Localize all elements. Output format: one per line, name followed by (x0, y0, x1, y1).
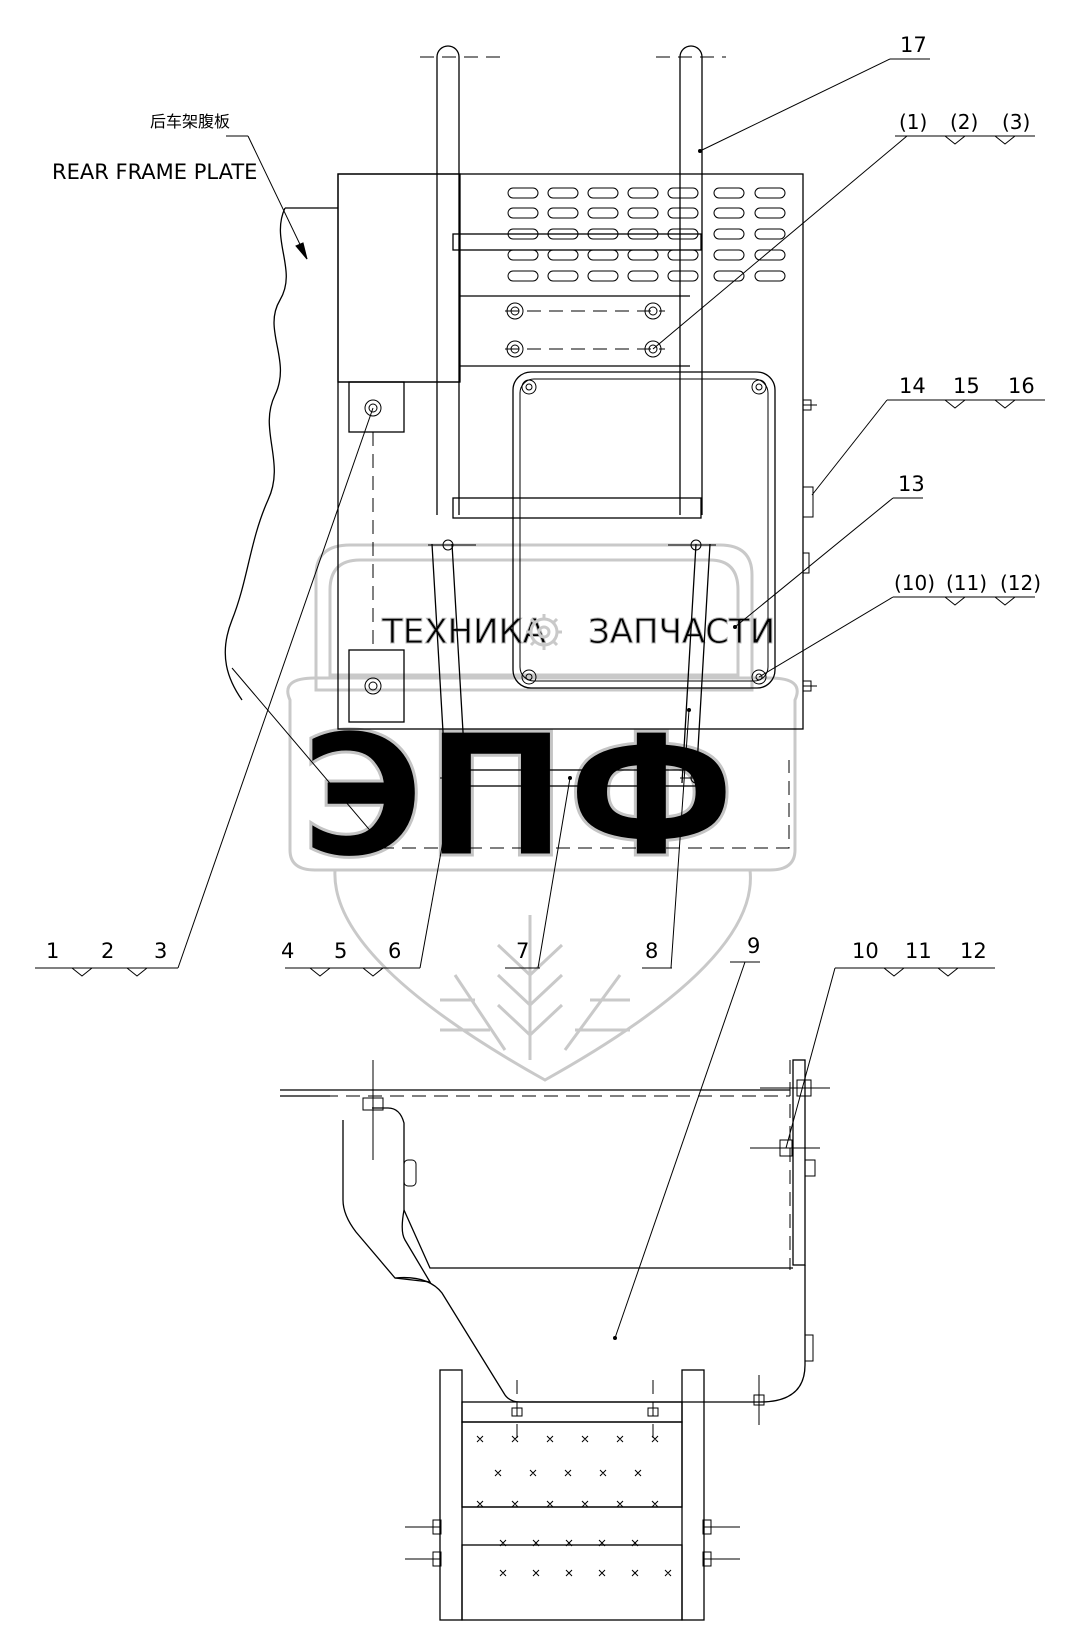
rear-frame-label-cn: 后车架腹板 (150, 112, 230, 131)
callout-9: 9 (747, 934, 760, 958)
callout-13: 13 (898, 472, 925, 496)
callout-p11: (11) (946, 571, 987, 595)
callout-14: 14 (899, 374, 926, 398)
callout-16: 16 (1008, 374, 1035, 398)
callout-15: 15 (953, 374, 980, 398)
perforated-slots (507, 187, 786, 282)
callout-p2: (2) (950, 110, 978, 134)
callout-17: 17 (900, 33, 927, 57)
callout-2: 2 (101, 939, 114, 963)
callout-3: 3 (154, 939, 167, 963)
callout-8: 8 (645, 939, 658, 963)
leader-lines (35, 58, 1045, 1340)
callout-10: 10 (852, 939, 879, 963)
watermark-right-word: ЗАПЧАСТИ (588, 612, 775, 652)
right-side-hardware (802, 399, 817, 692)
upper-bolts (505, 302, 665, 358)
callout-5: 5 (334, 939, 347, 963)
labels: 后车架腹板 REAR FRAME PLATE 17 (1) (2) (3) 14… (46, 33, 1041, 963)
callout-p1: (1) (899, 110, 927, 134)
rear-frame-label-en: REAR FRAME PLATE (52, 160, 257, 184)
callout-7: 7 (516, 939, 529, 963)
gear-icon (526, 614, 562, 650)
side-view (280, 1059, 830, 1621)
watermark: ТЕХНИКА ЗАПЧАСТИ ЭПФ (286, 543, 799, 1082)
callout-p10: (10) (894, 571, 935, 595)
callout-1: 1 (46, 939, 59, 963)
watermark-left-word: ТЕХНИКА (381, 612, 546, 652)
callout-p3: (3) (1002, 110, 1030, 134)
callout-6: 6 (388, 939, 401, 963)
center-plate-bolts (521, 379, 767, 685)
callout-12: 12 (960, 939, 987, 963)
watermark-logo: ЭПФ (300, 698, 736, 896)
front-view (224, 45, 817, 849)
wheat-icon (440, 915, 630, 1060)
callout-4: 4 (281, 939, 294, 963)
callout-p12: (12) (1000, 571, 1041, 595)
lower-step (405, 1369, 740, 1621)
handrails (420, 45, 726, 519)
rear-frame-break-line (224, 207, 287, 701)
callout-11: 11 (905, 939, 932, 963)
